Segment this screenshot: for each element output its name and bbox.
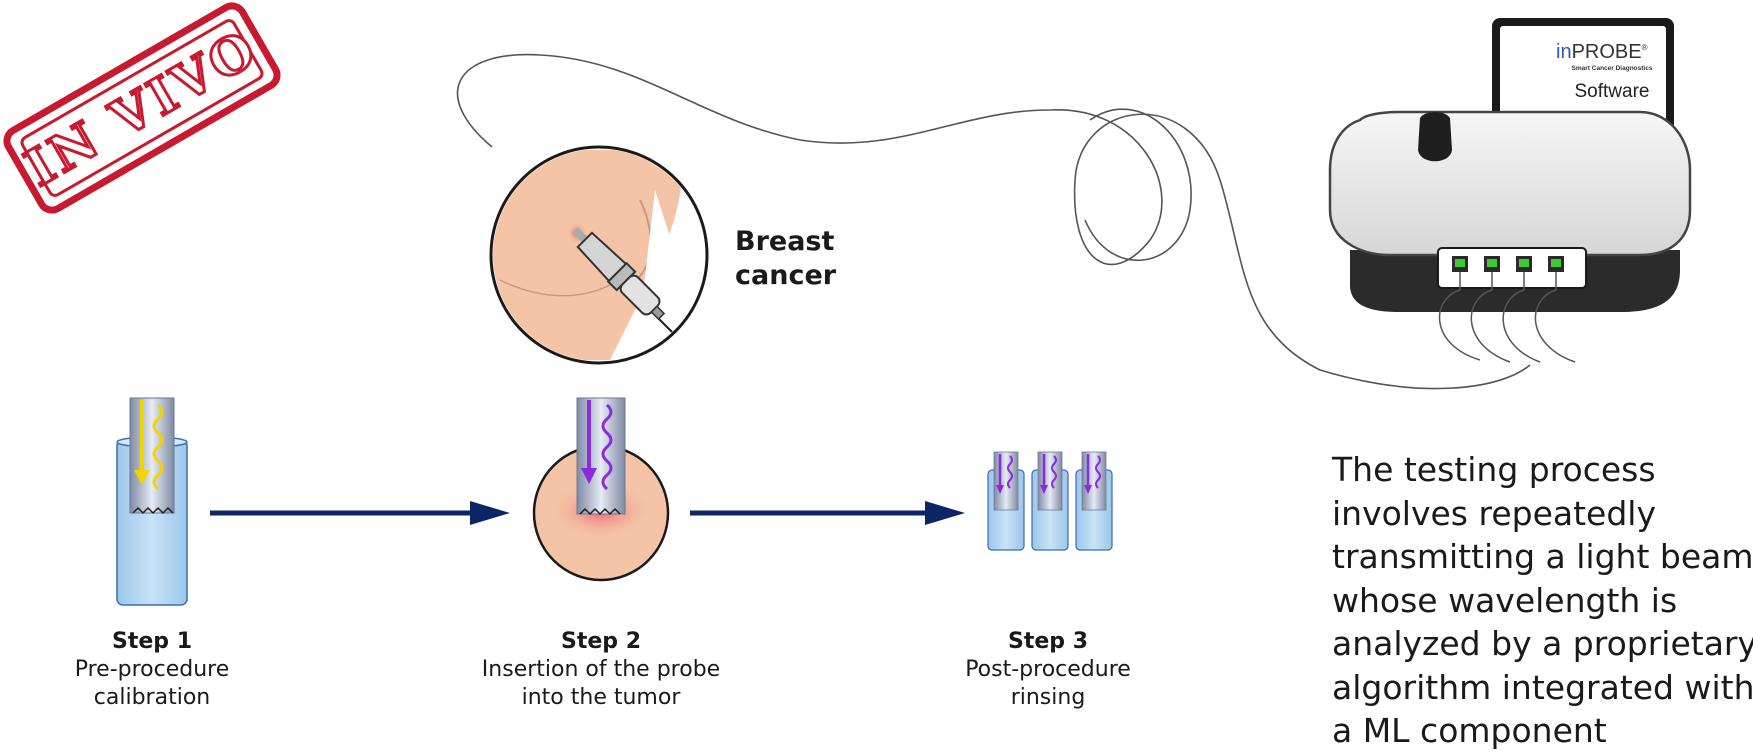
brand-in: in — [1556, 41, 1572, 63]
step-2-line1: Insertion of the probe — [481, 657, 721, 682]
step-1-caption: Step 1 Pre-procedure calibration — [22, 628, 282, 712]
step-2-title: Step 2 — [561, 629, 641, 654]
description-line: The testing process — [1332, 450, 1656, 489]
breast-label-line1: Breast — [735, 226, 835, 257]
fiber-loop — [1084, 108, 1192, 262]
probe-handpiece — [572, 227, 666, 321]
description-line: whose wavelength is — [1332, 580, 1678, 620]
device-notch — [1418, 112, 1452, 162]
step2-insertion-graphic — [532, 397, 670, 582]
port-leds — [1452, 256, 1564, 272]
breast-illustration — [489, 145, 709, 365]
step-1-line2: calibration — [93, 685, 211, 710]
svg-text:inPROBE®: inPROBE® — [1556, 41, 1648, 63]
description-line: analyzed by a proprietary — [1332, 624, 1753, 663]
description-line: involves repeatedly — [1332, 493, 1656, 533]
brand-probe: PROBE — [1572, 41, 1642, 63]
brand-tagline: Smart Cancer Diagnostics — [1572, 65, 1653, 72]
fiber-cable — [456, 53, 1531, 390]
step-2-line2: into the tumor — [521, 685, 681, 710]
in-vivo-stamp: IN VIVO — [3, 2, 281, 214]
step-3-line2: rinsing — [1010, 685, 1086, 710]
step3-rinsing-graphic — [987, 451, 1113, 551]
description-line: algorithm integrated with — [1332, 667, 1753, 707]
breast-label-line2: cancer — [735, 260, 837, 291]
step-1-line1: Pre-procedure — [74, 657, 230, 682]
step-3-line1: Post-procedure — [965, 657, 1131, 682]
flow-arrow-1 — [210, 501, 510, 525]
software-label: Software — [1575, 81, 1650, 102]
flow-arrow-2 — [690, 501, 965, 525]
process-description: The testing process involves repeatedly … — [1332, 448, 1753, 753]
step-3-title: Step 3 — [1008, 629, 1088, 654]
step1-calibration-graphic — [116, 397, 188, 606]
inprobe-device — [1328, 110, 1692, 363]
step-2-caption: Step 2 Insertion of the probe into the t… — [471, 628, 731, 712]
description-line: a ML component — [1332, 711, 1607, 750]
step-1-title: Step 1 — [112, 629, 192, 654]
step-3-caption: Step 3 Post-procedure rinsing — [918, 628, 1178, 712]
breast-cancer-label: Breast cancer — [735, 225, 836, 293]
description-line: transmitting a light beam, — [1332, 537, 1753, 576]
